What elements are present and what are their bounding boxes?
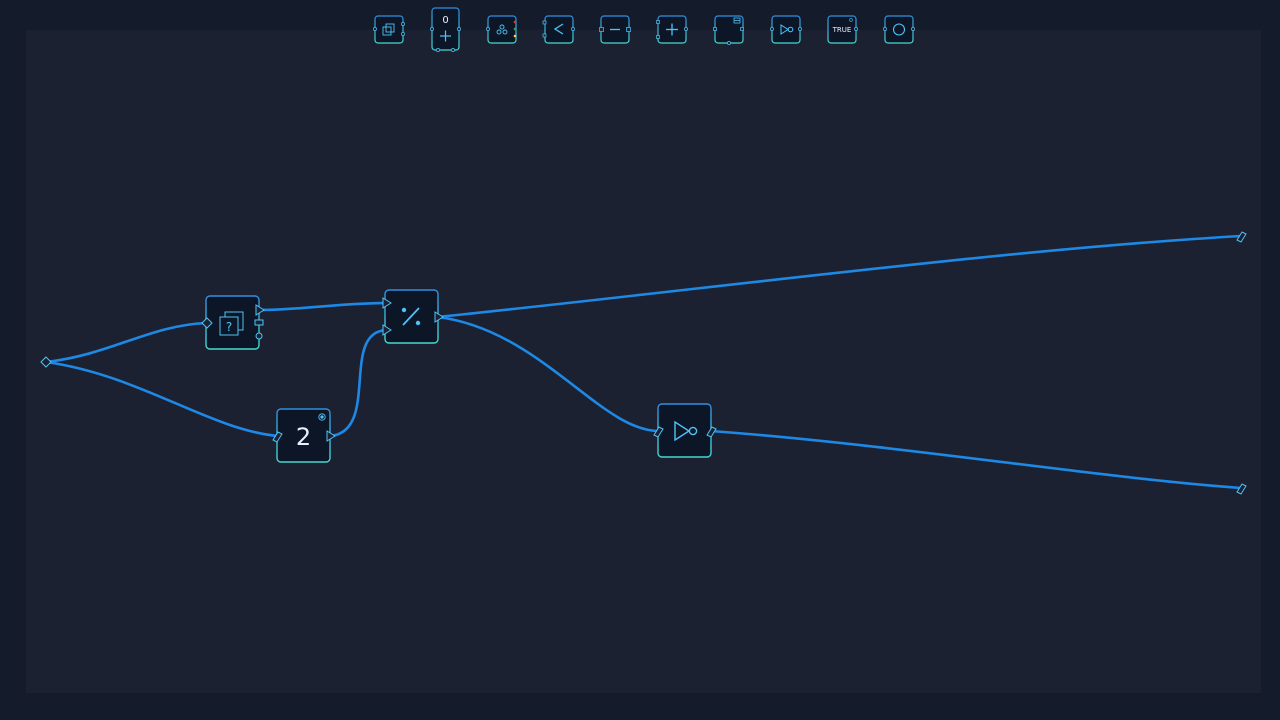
random-output-port[interactable] [255, 304, 265, 316]
graph-canvas[interactable] [26, 30, 1261, 693]
random-symbol: ? [226, 320, 232, 334]
tool-plus-button[interactable] [656, 15, 688, 44]
wire-random-to-modulo[interactable] [257, 301, 388, 312]
modulo-input-port-a[interactable] [382, 297, 392, 309]
wire-modulo-to-output-1[interactable] [436, 234, 1243, 319]
less-than-icon [553, 23, 564, 35]
group-icon [496, 24, 508, 35]
tool-record-button[interactable] [713, 15, 744, 45]
modulo-output-port[interactable] [434, 311, 444, 323]
constant-value: 2 [296, 423, 311, 451]
wires [44, 234, 1243, 490]
tool-duplicate-button[interactable] [373, 15, 405, 44]
node-constant[interactable]: 2 [272, 408, 336, 463]
random-output-port-3[interactable] [255, 332, 263, 340]
wire-modulo-to-not[interactable] [436, 315, 660, 433]
plus-icon [666, 23, 678, 36]
tool-not-button[interactable] [770, 15, 802, 44]
graph-output-port-2[interactable] [1236, 483, 1247, 495]
wire-input-to-constant[interactable] [44, 360, 280, 438]
tool-circle-button[interactable] [883, 15, 915, 44]
tool-group-button[interactable] [486, 15, 517, 44]
modulo-input-port-b[interactable] [382, 324, 392, 336]
constant-input-port[interactable] [272, 431, 283, 443]
tool-less-than-button[interactable] [542, 15, 575, 44]
wire-input-to-random[interactable] [44, 321, 209, 364]
node-modulo[interactable] [382, 289, 444, 344]
wire-constant-to-modulo[interactable] [329, 328, 388, 438]
constant-output-port[interactable] [326, 430, 336, 442]
node-random[interactable]: ? [201, 295, 265, 350]
plus-icon [440, 30, 451, 42]
tool-true-button[interactable]: TRUE [827, 15, 858, 44]
graph-output-port-1[interactable] [1236, 231, 1247, 243]
random-input-port[interactable] [201, 317, 213, 329]
not-gate-icon [674, 420, 698, 442]
tool-counter-button[interactable]: 0 [430, 7, 461, 52]
not-input-port[interactable] [653, 426, 664, 438]
not-output-port[interactable] [706, 426, 717, 438]
tool-minus-button[interactable] [599, 15, 631, 44]
not-gate-icon [780, 24, 794, 35]
random-duplicate-icon [219, 311, 244, 336]
random-output-port-2[interactable] [254, 319, 264, 326]
circle-icon [892, 23, 906, 36]
toolbar: 0 [373, 7, 915, 52]
counter-value: 0 [442, 15, 448, 26]
constant-settings-icon[interactable] [318, 413, 326, 421]
percent-icon [401, 307, 421, 326]
duplicate-icon [382, 23, 395, 36]
record-icon [733, 17, 741, 24]
node-not[interactable] [653, 403, 717, 458]
graph-input-port[interactable] [40, 356, 52, 368]
true-label: TRUE [832, 26, 852, 34]
wire-not-to-output-2[interactable] [709, 429, 1243, 490]
